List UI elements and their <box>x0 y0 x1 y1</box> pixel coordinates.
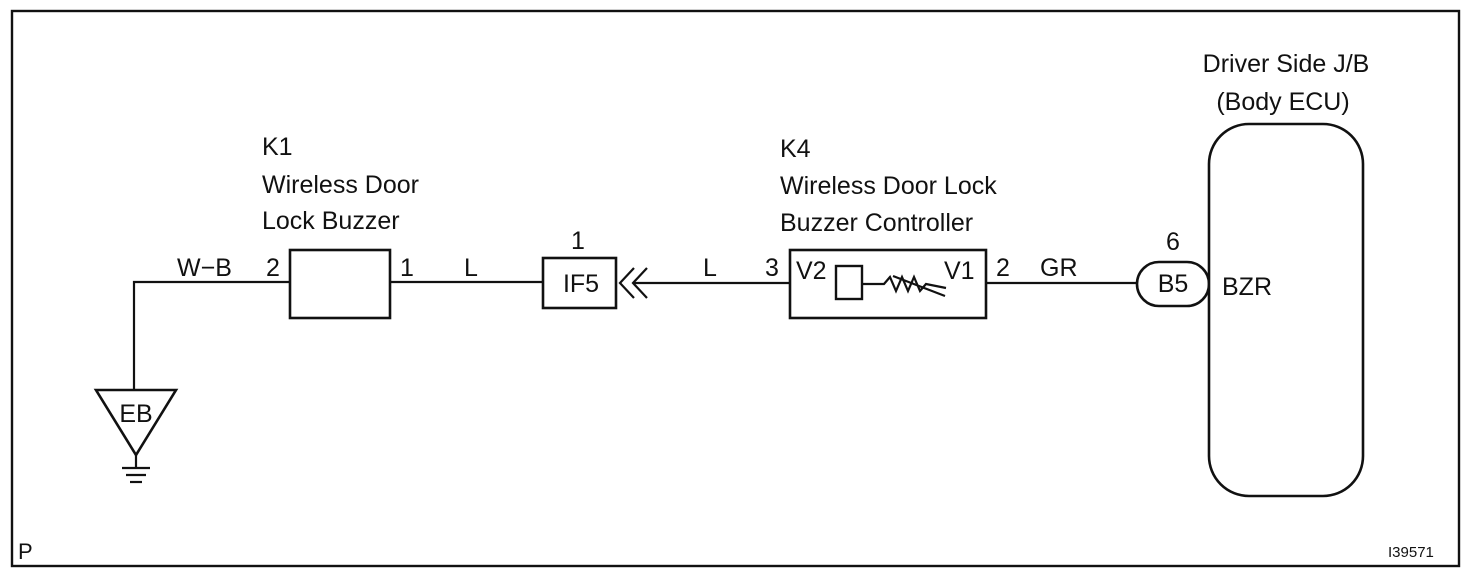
k4-box <box>788 248 988 320</box>
if5-plug-chevron-2 <box>631 267 648 299</box>
if5-label: IF5 <box>563 270 599 298</box>
connector-if5: 1 IF5 <box>541 227 648 310</box>
ground-triangle <box>93 388 179 458</box>
wire-color-gr: GR <box>1040 254 1078 282</box>
k1-pin-2: 2 <box>266 254 280 282</box>
ecu-box <box>1207 122 1365 498</box>
component-k4: K4 Wireless Door Lock Buzzer Controller … <box>765 135 1010 320</box>
k4-name-line2: Buzzer Controller <box>780 209 973 237</box>
if5-plug-chevron-1 <box>618 267 635 299</box>
ecu-name-line1: Driver Side J/B <box>1203 50 1370 78</box>
b5-label: B5 <box>1158 270 1189 298</box>
k4-terminal-v1: V1 <box>944 257 975 285</box>
ground-eb: EB <box>93 388 179 484</box>
component-body-ecu: Driver Side J/B (Body ECU) BZR <box>1203 50 1370 498</box>
k4-name-line1: Wireless Door Lock <box>780 172 997 200</box>
wire-color-l-left: L <box>464 254 478 282</box>
ecu-terminal-bzr: BZR <box>1222 273 1272 301</box>
wire-ground-to-k1 <box>132 280 290 390</box>
k1-box <box>288 248 392 320</box>
k4-pin-2: 2 <box>996 254 1010 282</box>
k4-terminal-v2: V2 <box>796 257 827 285</box>
wire-color-w-b: W−B <box>177 254 232 282</box>
b5-pin: 6 <box>1166 228 1180 256</box>
corner-label-left: P <box>18 539 33 564</box>
corner-label-figure-id: I39571 <box>1388 544 1434 561</box>
k1-name-line1: Wireless Door <box>262 171 419 199</box>
if5-box <box>541 256 618 310</box>
k4-pin-3: 3 <box>765 254 779 282</box>
ecu-name-line2: (Body ECU) <box>1216 88 1349 116</box>
connector-b5: 6 B5 <box>1135 228 1211 308</box>
ground-label: EB <box>119 400 152 428</box>
wire-color-l-right: L <box>703 254 717 282</box>
if5-pin: 1 <box>571 227 585 255</box>
k4-internal-element <box>834 264 864 301</box>
k4-adjust-arrow <box>892 274 946 298</box>
k4-code: K4 <box>780 135 811 163</box>
component-k1: K1 Wireless Door Lock Buzzer 2 1 <box>262 133 419 320</box>
k1-code: K1 <box>262 133 293 161</box>
k1-name-line2: Lock Buzzer <box>262 207 400 235</box>
diagram-frame <box>10 9 1461 568</box>
k1-pin-1: 1 <box>400 254 414 282</box>
